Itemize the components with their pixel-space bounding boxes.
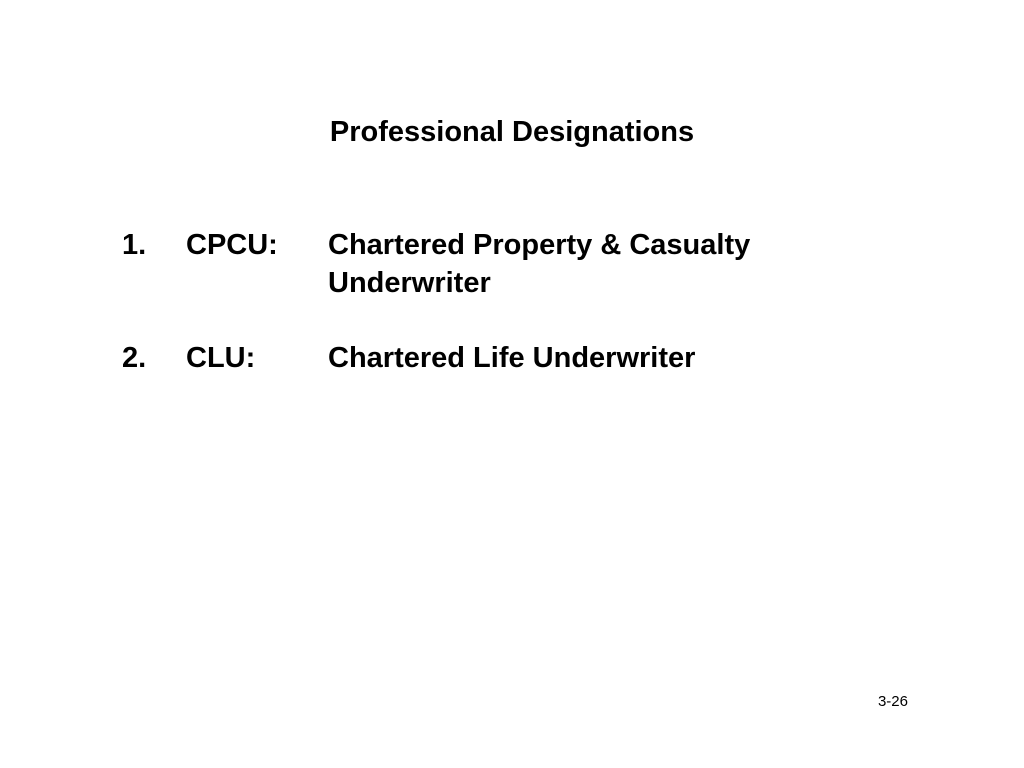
item-number: 2.	[122, 342, 147, 374]
designation-description: Chartered Life Underwriter	[328, 339, 888, 377]
description-line: Chartered Life Underwriter	[328, 342, 696, 374]
description-line: Underwriter	[328, 267, 491, 299]
designation-code: CPCU:	[186, 229, 278, 261]
slide-title: Professional Designations	[329, 116, 695, 148]
description-line: Chartered Property & Casualty	[328, 229, 751, 261]
page-number: 3-26	[877, 693, 908, 710]
item-number: 1.	[122, 229, 147, 261]
designation-description: Chartered Property & Casualty Underwrite…	[328, 226, 888, 302]
designation-code: CLU:	[186, 342, 256, 374]
